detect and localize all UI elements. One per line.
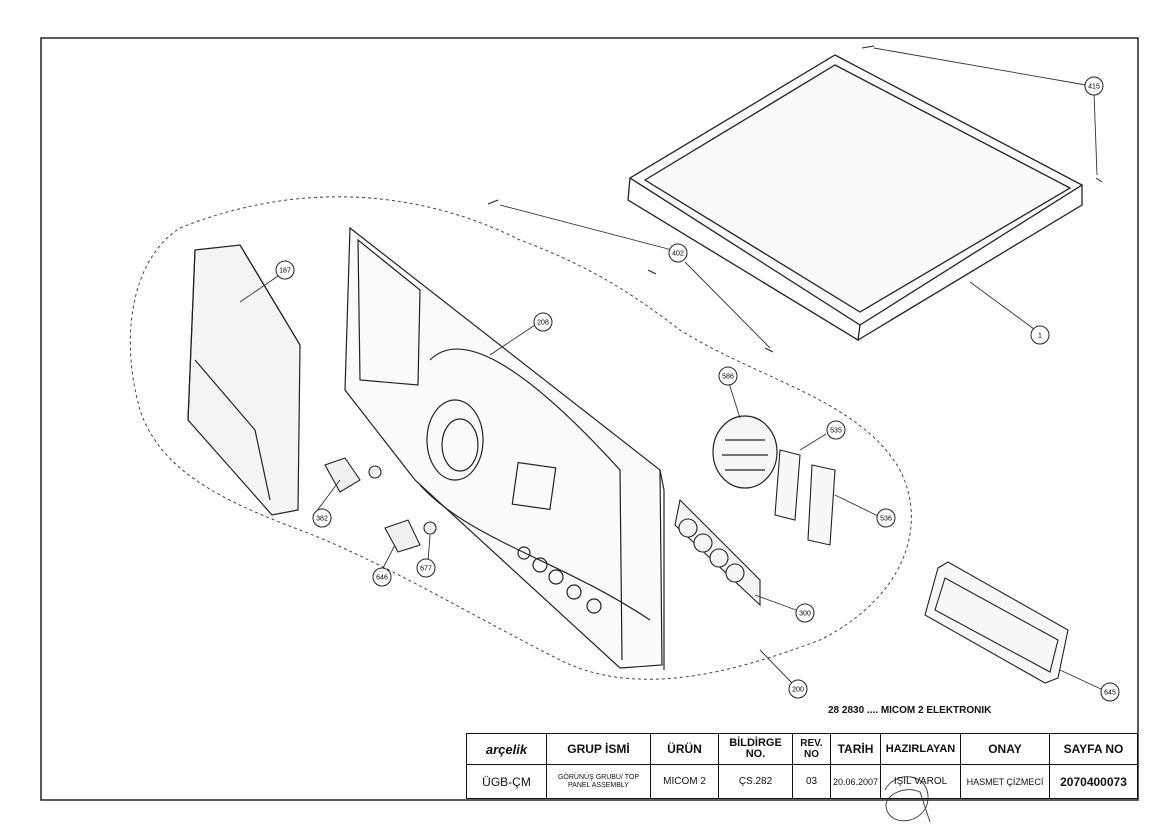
page-no: 2070400073 [1049, 764, 1138, 799]
callout-200: 200 [788, 679, 808, 699]
control-panel [344, 226, 665, 670]
callout-circle [668, 243, 688, 263]
header-prepared: HAZIRLAYAN [880, 733, 961, 765]
brand-logo: arçelik [466, 733, 547, 765]
callout-number: 1 [1038, 333, 1042, 340]
small-parts [324, 457, 437, 553]
callout-circle [1084, 76, 1104, 96]
header-bulletin: BİLDİRGE NO. [718, 733, 793, 765]
callout-circle [533, 312, 553, 332]
button-strips [774, 449, 836, 546]
callout-number: 300 [799, 611, 811, 618]
callout-circle [826, 420, 846, 440]
drawing-frame [40, 37, 1139, 801]
callout-677: 677 [416, 558, 436, 578]
callout-187: 187 [275, 260, 295, 280]
group-name: GÖRÜNÜŞ GRUBU/ TOP PANEL ASSEMBLY [546, 764, 651, 799]
callout-circle [416, 558, 436, 578]
callout-number: 646 [376, 575, 388, 582]
callout-circle [788, 679, 808, 699]
drawer-front [187, 244, 301, 516]
title-block: arçelik GRUP İSMİ ÜRÜN BİLDİRGE NO. REV.… [466, 733, 1138, 799]
callout-number: 382 [316, 516, 328, 523]
callouts: 415 1 402 187 208 586 535 536 382 646 677 300 200 645 [275, 76, 1120, 702]
product-name: MICOM 2 [650, 764, 719, 799]
header-product: ÜRÜN [650, 733, 719, 765]
callout-circle [876, 508, 896, 528]
callout-number: 677 [420, 566, 432, 573]
callout-circle [795, 603, 815, 623]
program-knob [712, 415, 778, 489]
leader-lines [239, 47, 1104, 691]
callout-645: 645 [1100, 682, 1120, 702]
callout-circle [1030, 325, 1050, 345]
rev-no: 03 [792, 764, 831, 799]
callout-circle [275, 260, 295, 280]
electronic-card [674, 498, 761, 607]
callout-number: 402 [672, 251, 684, 258]
callout-circle [718, 366, 738, 386]
assembly-outline [129, 196, 912, 680]
callout-646: 646 [372, 567, 392, 587]
callout-586: 586 [718, 366, 738, 386]
header-page: SAYFA NO [1049, 733, 1138, 765]
top-lid [627, 54, 1084, 342]
bulletin-no: ÇS.282 [718, 764, 793, 799]
callout-402: 402 [668, 243, 688, 263]
drawing-caption: 28 2830 .... MICOM 2 ELEKTRONIK [828, 705, 992, 716]
callout-382: 382 [312, 508, 332, 528]
callout-circle [312, 508, 332, 528]
callout-circle [372, 567, 392, 587]
callout-536: 536 [876, 508, 896, 528]
filter-cover [924, 561, 1069, 684]
header-approval: ONAY [960, 733, 1050, 765]
callout-number: 200 [792, 687, 804, 694]
screws [487, 45, 1103, 353]
header-date: TARİH [830, 733, 881, 765]
header-group: GRUP İSMİ [546, 733, 651, 765]
prepared-by: IŞIL VAROL [880, 764, 961, 799]
callout-208: 208 [533, 312, 553, 332]
callout-1: 1 [1030, 325, 1050, 345]
callout-number: 208 [537, 320, 549, 327]
callout-300: 300 [795, 603, 815, 623]
dept-code: ÜGB-ÇM [466, 764, 547, 799]
date: 20.06.2007 [830, 764, 881, 799]
callout-number: 535 [830, 428, 842, 435]
callout-number: 586 [722, 374, 734, 381]
callout-circle [1100, 682, 1120, 702]
callout-535: 535 [826, 420, 846, 440]
header-rev: REV. NO [792, 733, 831, 765]
callout-number: 187 [279, 268, 291, 275]
approved-by: HASMET ÇİZMECİ [960, 764, 1050, 799]
callout-number: 645 [1104, 690, 1116, 697]
callout-number: 415 [1088, 84, 1100, 91]
callout-number: 536 [880, 516, 892, 523]
callout-415: 415 [1084, 76, 1104, 96]
